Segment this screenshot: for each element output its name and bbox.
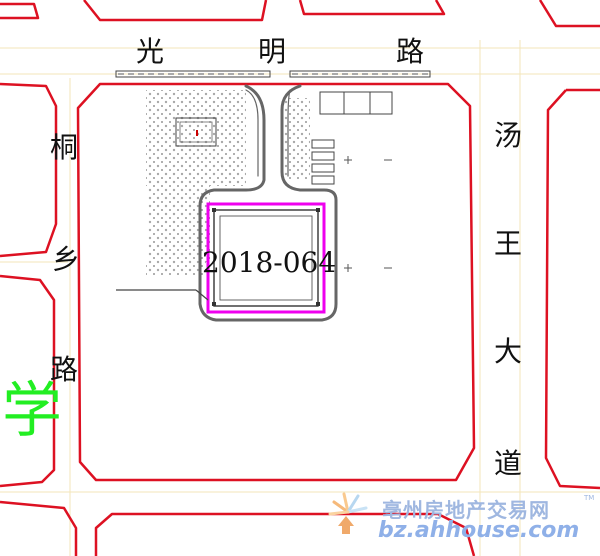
- block-south: [94, 512, 476, 556]
- block-sw: [0, 500, 78, 556]
- block-n-mid: [83, 0, 268, 22]
- block-west-lower: [0, 274, 56, 488]
- parcel-id-label: 2018-064: [202, 246, 337, 279]
- road-edge-lines: [0, 40, 600, 556]
- ne-structures: [311, 91, 393, 272]
- watermark: 亳州房地产交易网 bz.ahhouse.com TM: [320, 488, 600, 554]
- watermark-site-name: 亳州房地产交易网: [382, 498, 550, 522]
- block-ne: [538, 0, 600, 28]
- road-label-west-2: 乡: [52, 243, 81, 276]
- road-label-west-3: 路: [50, 353, 79, 386]
- building-footprint: [206, 202, 326, 314]
- road-label-north-1: 光: [136, 35, 165, 68]
- median-strip: [115, 70, 431, 78]
- road-label-east-1: 汤: [494, 119, 523, 152]
- road-label-west-1: 桐: [50, 131, 79, 164]
- block-nw-top: [0, 2, 40, 20]
- block-east: [544, 88, 600, 490]
- watermark-url: bz.ahhouse.com: [378, 518, 580, 543]
- west-entry-line: [116, 289, 209, 301]
- road-label-north-3: 路: [396, 35, 425, 68]
- block-main-site: [76, 82, 476, 482]
- block-west-upper: [0, 82, 58, 258]
- road-label-north-2: 明: [258, 35, 287, 68]
- road-label-east-3: 大: [494, 335, 523, 368]
- access-road: [198, 84, 338, 322]
- block-n-east: [298, 0, 446, 16]
- school-label: 学: [2, 376, 62, 446]
- watermark-logo-icon: [328, 492, 368, 534]
- road-label-east-4: 道: [494, 447, 523, 480]
- parcel-outline: [206, 202, 326, 314]
- road-label-east-2: 王: [494, 227, 523, 260]
- watermark-trademark: TM: [584, 494, 595, 502]
